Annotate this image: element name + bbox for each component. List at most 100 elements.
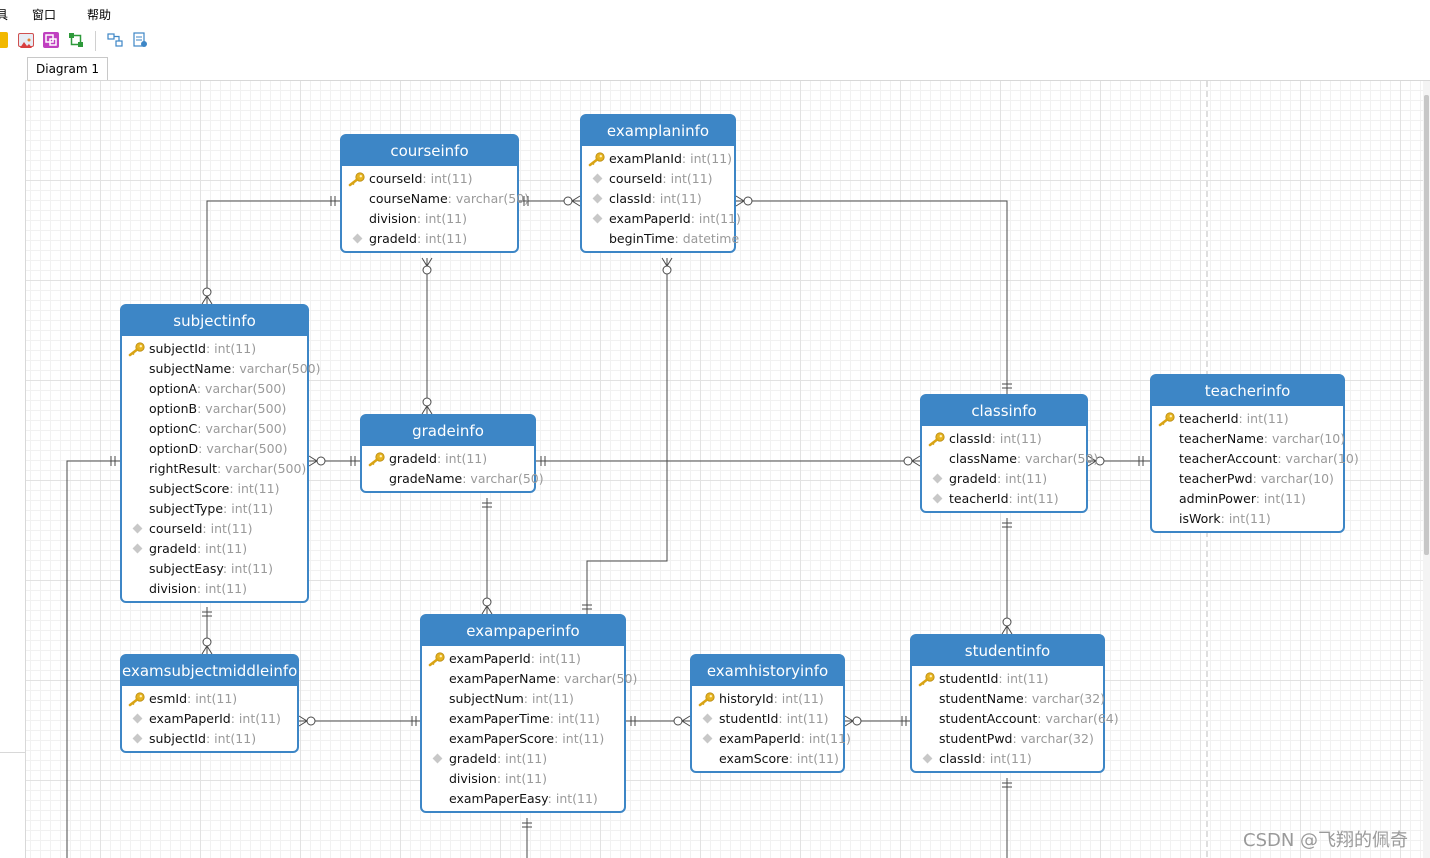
note-icon[interactable]: [0, 32, 8, 48]
field-row[interactable]: courseId: int(11): [342, 169, 517, 189]
field-row[interactable]: esmId: int(11): [122, 689, 297, 709]
field-row[interactable]: subjectId: int(11): [122, 729, 297, 749]
field-row[interactable]: examPaperId: int(11): [582, 209, 741, 229]
menu-help[interactable]: 帮助: [87, 8, 112, 22]
field-row[interactable]: division: int(11): [342, 209, 517, 229]
field-row[interactable]: examScore: int(11): [692, 749, 843, 769]
field-row[interactable]: gradeId: int(11): [342, 229, 517, 249]
field-row[interactable]: examPaperTime: int(11): [422, 709, 624, 729]
menu-tools[interactable]: 具: [0, 8, 9, 22]
field-type: : int(11): [436, 451, 488, 466]
field-type: : varchar(10): [1252, 471, 1334, 486]
field-row[interactable]: rightResult: varchar(500): [122, 459, 307, 479]
field-row[interactable]: subjectNum: int(11): [422, 689, 624, 709]
field-row[interactable]: subjectType: int(11): [122, 499, 307, 519]
entity-gradeinfo[interactable]: gradeinfo gradeId: int(11)gradeName: varc…: [360, 414, 544, 493]
field-row[interactable]: division: int(11): [122, 579, 307, 599]
field-row[interactable]: division: int(11): [422, 769, 624, 789]
field-row[interactable]: className: varchar(50): [922, 449, 1098, 469]
field-row[interactable]: teacherAccount: varchar(10): [1152, 449, 1359, 469]
field-row[interactable]: adminPower: int(11): [1152, 489, 1343, 509]
field-type: : varchar(500): [198, 441, 288, 456]
field-type: : varchar(50): [1016, 451, 1099, 466]
field-row[interactable]: teacherId: int(11): [1152, 409, 1343, 429]
field-row[interactable]: examPaperId: int(11): [122, 709, 297, 729]
field-name: className: [949, 451, 1017, 466]
field-row[interactable]: classId: int(11): [912, 749, 1103, 769]
shape-icon[interactable]: [43, 32, 59, 48]
image-icon[interactable]: [18, 33, 34, 48]
scrollbar-thumb[interactable]: [1424, 95, 1429, 555]
field-row[interactable]: studentId: int(11): [692, 709, 843, 729]
field-row[interactable]: gradeId: int(11): [362, 449, 534, 469]
field-row[interactable]: examPaperId: int(11): [692, 729, 851, 749]
field-row[interactable]: teacherPwd: varchar(10): [1152, 469, 1343, 489]
properties-icon[interactable]: [132, 32, 148, 48]
vertical-scrollbar[interactable]: [1423, 81, 1430, 858]
field-row[interactable]: examPlanId: int(11): [582, 149, 734, 169]
field-row[interactable]: examPaperName: varchar(50): [422, 669, 637, 689]
field-row[interactable]: optionC: varchar(500): [122, 419, 307, 439]
field-name: subjectNum: [449, 691, 524, 706]
field-row[interactable]: examPaperScore: int(11): [422, 729, 624, 749]
field-row[interactable]: gradeName: varchar(50): [362, 469, 544, 489]
field-row[interactable]: studentName: varchar(32): [912, 689, 1105, 709]
menu-bar: 具 窗口 帮助: [0, 0, 1430, 26]
field-type: : int(11): [196, 581, 247, 596]
field-row[interactable]: examPaperEasy: int(11): [422, 789, 624, 809]
field-row[interactable]: teacherName: varchar(10): [1152, 429, 1345, 449]
auto-layout-icon[interactable]: [107, 32, 123, 48]
field-row[interactable]: gradeId: int(11): [922, 469, 1086, 489]
layout-icon[interactable]: [68, 32, 84, 48]
field-type: : int(11): [549, 711, 600, 726]
field-row[interactable]: studentPwd: varchar(32): [912, 729, 1103, 749]
field-row[interactable]: classId: int(11): [922, 429, 1086, 449]
field-row[interactable]: gradeId: int(11): [122, 539, 307, 559]
entity-fields: subjectId: int(11)subjectName: varchar(5…: [122, 336, 321, 599]
field-type: : int(11): [690, 211, 741, 226]
field-row[interactable]: subjectName: varchar(500): [122, 359, 321, 379]
field-row[interactable]: subjectId: int(11): [122, 339, 307, 359]
field-row[interactable]: historyId: int(11): [692, 689, 843, 709]
field-row[interactable]: examPaperId: int(11): [422, 649, 624, 669]
field-type: : int(11): [991, 431, 1042, 446]
field-row[interactable]: subjectEasy: int(11): [122, 559, 307, 579]
field-type: : int(11): [662, 171, 713, 186]
field-row[interactable]: optionD: varchar(500): [122, 439, 307, 459]
primary-key-icon: [128, 692, 145, 707]
menu-window[interactable]: 窗口: [32, 8, 57, 22]
field-row[interactable]: studentId: int(11): [912, 669, 1103, 689]
tab-diagram-1[interactable]: Diagram 1: [27, 57, 108, 80]
field-row[interactable]: studentAccount: varchar(64): [912, 709, 1119, 729]
foreign-key-icon: [132, 733, 143, 744]
field-row[interactable]: classId: int(11): [582, 189, 734, 209]
primary-key-icon: [928, 432, 945, 447]
field-type: : int(11): [778, 711, 829, 726]
field-row[interactable]: subjectScore: int(11): [122, 479, 307, 499]
foreign-key-icon: [702, 713, 713, 724]
entity-title: gradeinfo: [362, 416, 534, 446]
entity-title: subjectinfo: [122, 306, 307, 336]
field-row[interactable]: isWork: int(11): [1152, 509, 1343, 529]
field-row[interactable]: teacherId: int(11): [922, 489, 1086, 509]
field-row[interactable]: courseName: varchar(50): [342, 189, 529, 209]
foreign-key-icon: [592, 173, 603, 184]
field-name: courseName: [369, 191, 448, 206]
field-row[interactable]: courseId: int(11): [122, 519, 307, 539]
field-row[interactable]: gradeId: int(11): [422, 749, 624, 769]
field-type: : int(11): [1238, 411, 1289, 426]
field-name: subjectScore: [149, 481, 230, 496]
field-row[interactable]: courseId: int(11): [582, 169, 734, 189]
field-row[interactable]: optionA: varchar(500): [122, 379, 307, 399]
field-row[interactable]: beginTime: datetime: [582, 229, 739, 249]
field-row[interactable]: optionB: varchar(500): [122, 399, 307, 419]
